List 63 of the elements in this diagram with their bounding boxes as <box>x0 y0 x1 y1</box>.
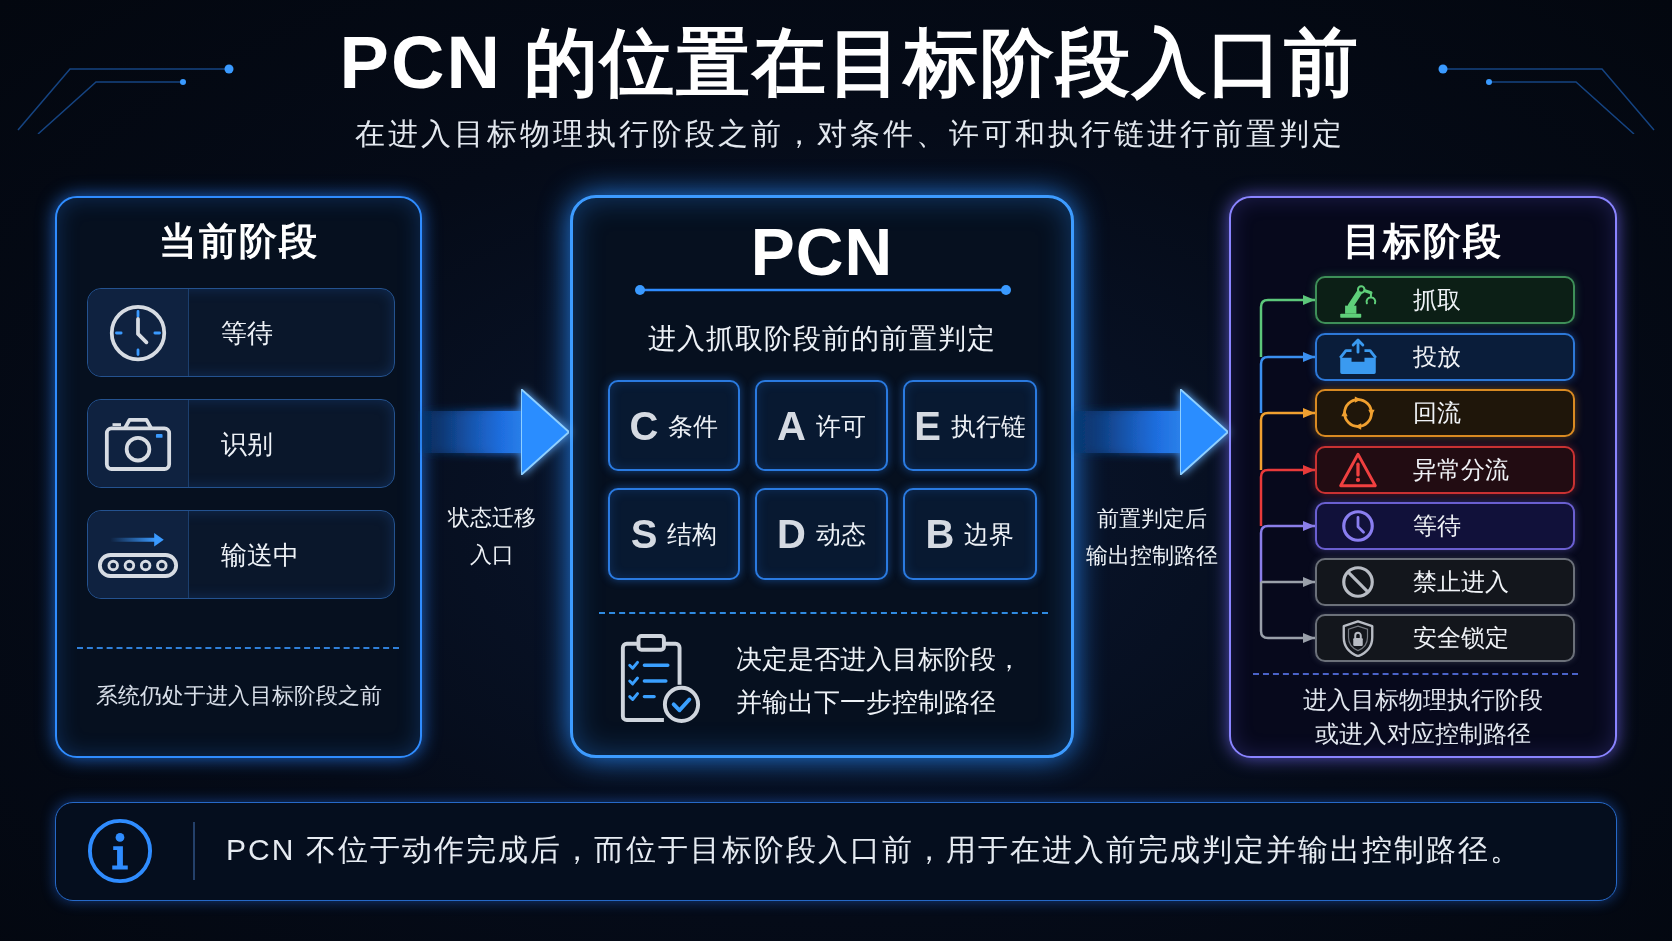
branch-arrow <box>1259 465 1315 526</box>
route-option <box>1315 389 1575 437</box>
criterion-tile <box>608 380 740 471</box>
panel-heading: PCN <box>750 214 894 290</box>
route-label: 回流 <box>1413 398 1461 428</box>
branch-arrow <box>1259 582 1315 643</box>
criterion-letter: S <box>630 511 658 557</box>
route-option <box>1315 614 1575 662</box>
panel-note: 进入目标物理执行阶段或进入对应控制路径 <box>1302 685 1544 749</box>
criterion-tile <box>755 488 888 580</box>
edge-label: 前置判定后输出控制路径 <box>1085 505 1219 570</box>
criterion-tile <box>755 380 888 471</box>
criterion-letter: C <box>629 402 659 449</box>
route-label: 投放 <box>1413 342 1461 372</box>
criterion-letter: E <box>914 402 941 449</box>
criterion-letter: B <box>925 511 955 557</box>
block-arrow <box>423 388 570 476</box>
route-label: 等待 <box>1413 511 1461 541</box>
stage-label: 识别 <box>221 427 273 461</box>
criterion-label: 动态 <box>815 519 866 550</box>
stage-label: 等待 <box>221 316 273 350</box>
panel-heading: 目标阶段 <box>1343 219 1503 264</box>
criterion-label: 执行链 <box>950 410 1026 442</box>
branch-arrow <box>1259 408 1315 470</box>
route-option <box>1315 558 1575 606</box>
criterion-tile <box>903 380 1037 471</box>
block-arrow <box>1075 388 1229 476</box>
criterion-label: 结构 <box>667 519 718 550</box>
criterion-label: 条件 <box>668 410 719 442</box>
criterion-tile <box>903 488 1037 580</box>
route-label: 异常分流 <box>1413 455 1509 485</box>
panel-heading: 当前阶段 <box>158 219 319 264</box>
criterion-label: 许可 <box>815 410 866 442</box>
page-title: PCN 的位置在目标阶段入口前 <box>339 20 1361 106</box>
stage-label: 输送中 <box>221 538 299 572</box>
subtitle: 在进入目标物理执行阶段之前，对条件、许可和执行链进行前置判定 <box>355 116 1345 152</box>
route-option <box>1315 446 1575 494</box>
stage-item <box>87 510 395 599</box>
pcn-panel <box>570 195 1074 758</box>
route-option <box>1315 333 1575 381</box>
info-banner <box>55 802 1617 901</box>
route-option <box>1315 276 1575 324</box>
branch-arrow <box>1261 577 1315 587</box>
route-label: 禁止进入 <box>1413 567 1509 597</box>
panel-note: 决定是否进入目标阶段，并输出下一步控制路径 <box>736 643 1023 719</box>
branch-arrow <box>1259 352 1315 413</box>
criterion-letter: D <box>777 511 806 557</box>
criterion-label: 边界 <box>964 519 1015 550</box>
edge-label: 状态迁移入口 <box>447 504 537 569</box>
stage-item <box>87 399 395 488</box>
criterion-letter: A <box>777 402 806 449</box>
info-text: PCN 不位于动作完成后，而位于目标阶段入口前，用于在进入前完成判定并输出控制路径。 <box>226 832 1522 868</box>
stage-panel <box>1229 196 1617 758</box>
route-option <box>1315 502 1575 550</box>
panel-subtitle: 进入抓取阶段前的前置判定 <box>648 322 996 356</box>
branch-arrow <box>1259 521 1315 582</box>
stage-item <box>87 288 395 377</box>
route-label: 安全锁定 <box>1413 623 1509 653</box>
branch-arrow <box>1259 295 1315 357</box>
criterion-tile <box>608 488 740 580</box>
route-label: 抓取 <box>1413 285 1461 315</box>
stage-panel <box>55 196 422 758</box>
panel-note: 系统仍处于进入目标阶段之前 <box>95 682 382 710</box>
